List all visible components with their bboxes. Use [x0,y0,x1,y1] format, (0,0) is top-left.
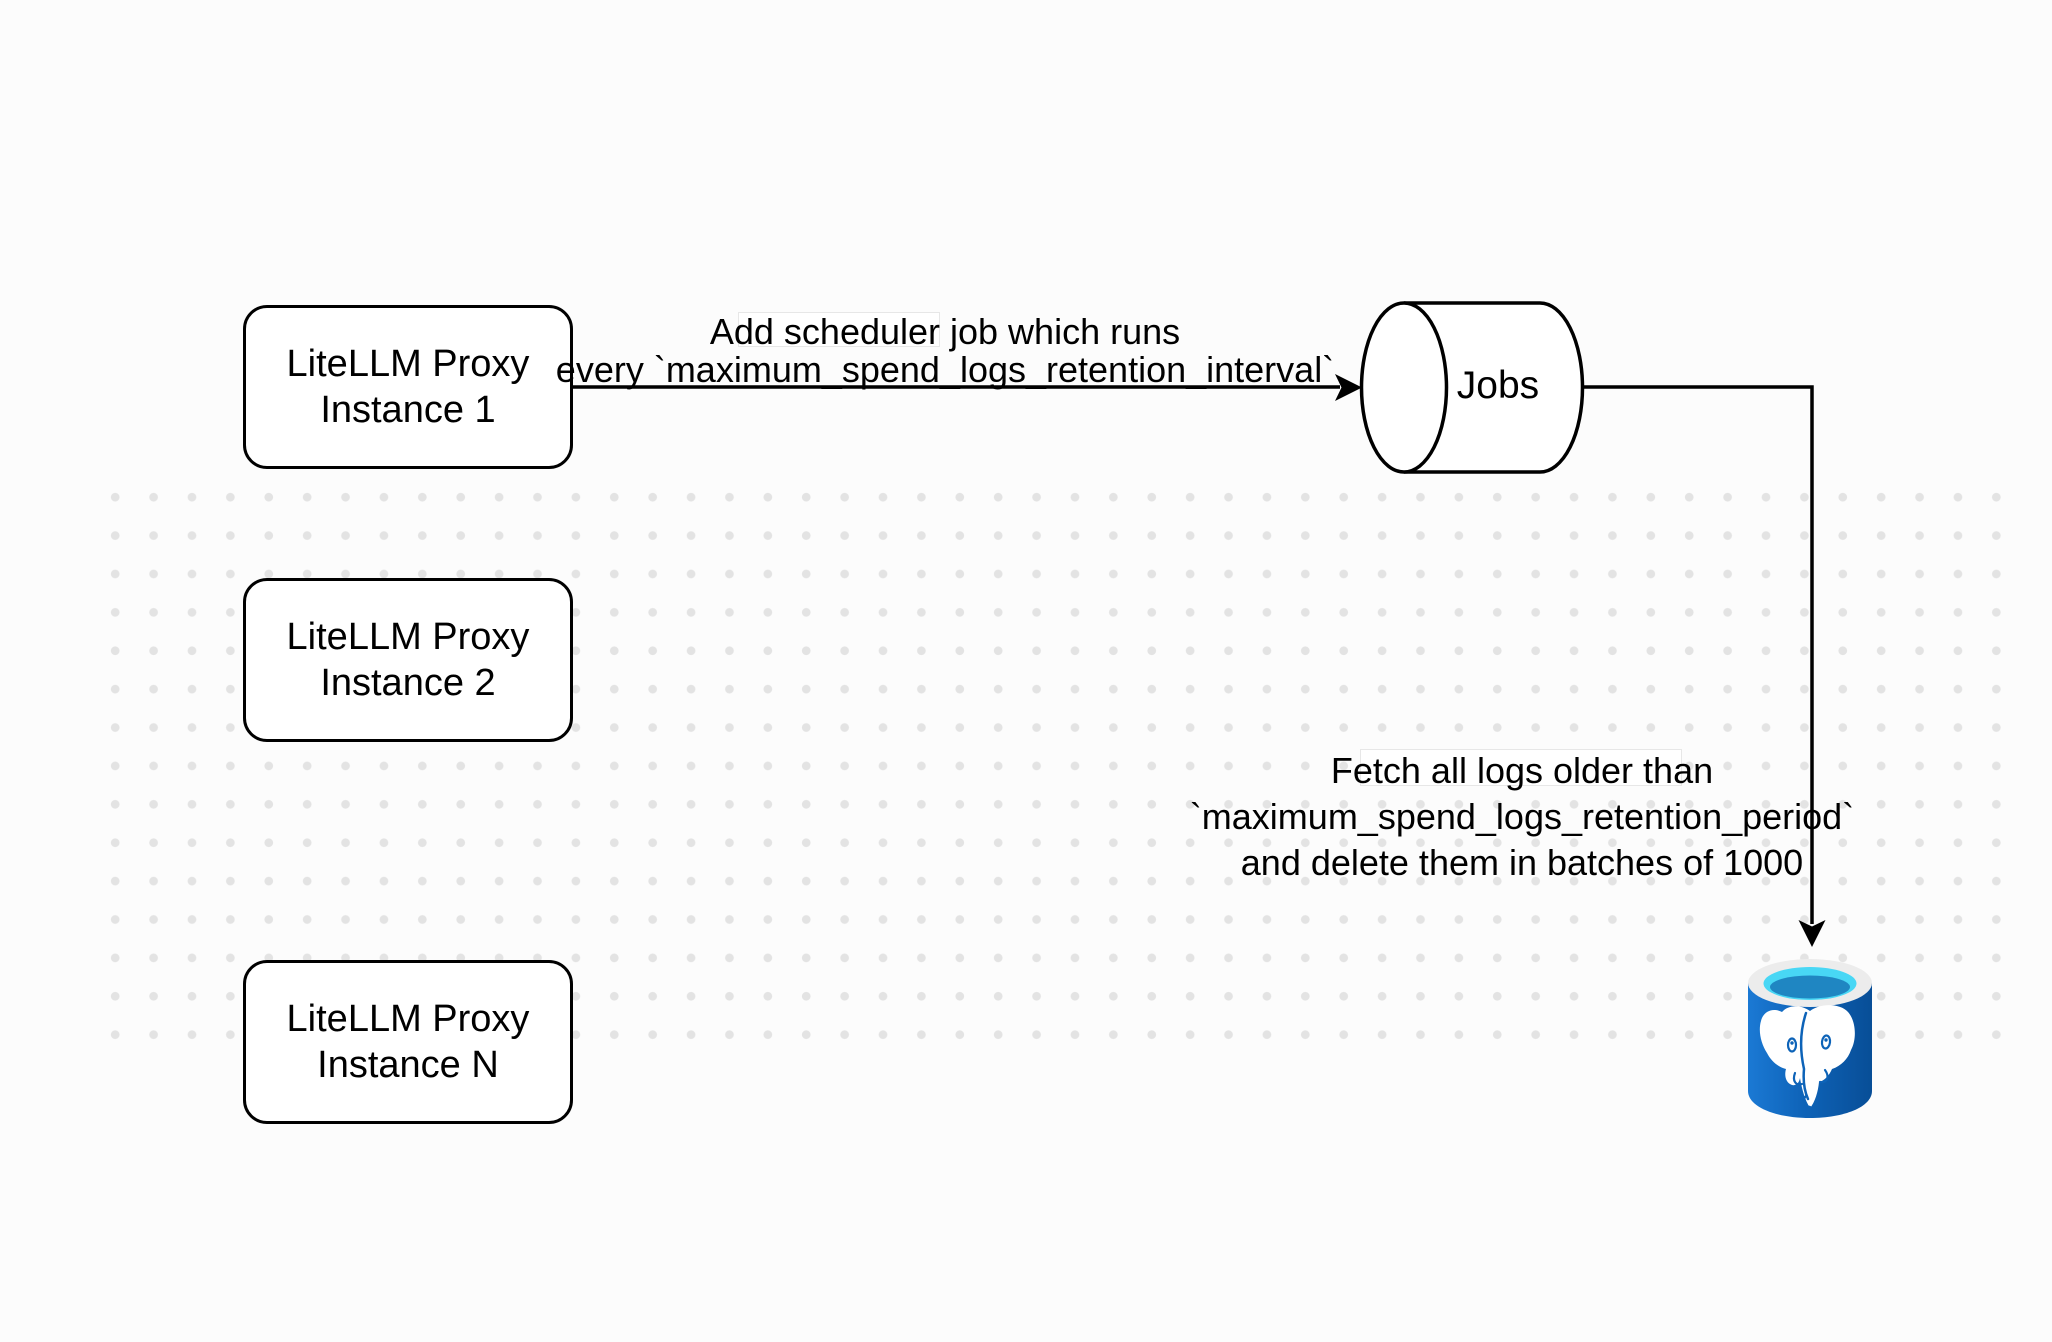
queue-cylinder-icon [1359,301,1585,474]
edge-label-line: Add scheduler job which runs [709,311,1181,352]
edge-label-line: and delete them in batches of 1000 [1240,842,1804,883]
node-postgres-database[interactable] [1742,949,1878,1124]
node-jobs-queue[interactable]: Jobs [1340,283,1602,495]
edge-label-line: every `maximum_spend_logs_retention_inte… [555,349,1335,390]
edge-label-line: `maximum_spend_logs_retention_period` [1189,796,1855,837]
postgresql-database-icon [1748,959,1872,1118]
postgresql-elephant-icon [1759,1005,1855,1109]
node-litellm-proxy-instance-1[interactable]: LiteLLM Proxy Instance 1 [243,305,573,469]
node-label: Jobs [1456,364,1540,407]
node-label: LiteLLM Proxy Instance 1 [286,343,530,431]
edge-label-fetch-delete: Fetch all logs older than `maximum_spend… [1172,748,1872,886]
node-label: LiteLLM Proxy Instance 2 [286,616,530,704]
node-litellm-proxy-instance-2[interactable]: LiteLLM Proxy Instance 2 [243,578,573,742]
edge-label-line: Fetch all logs older than [1330,750,1714,791]
edge-label-schedule-job: Add scheduler job which runs every `maxi… [545,313,1345,389]
node-label: LiteLLM Proxy Instance N [286,998,530,1086]
edge-label-background [738,312,940,347]
node-litellm-proxy-instance-n[interactable]: LiteLLM Proxy Instance N [243,960,573,1124]
